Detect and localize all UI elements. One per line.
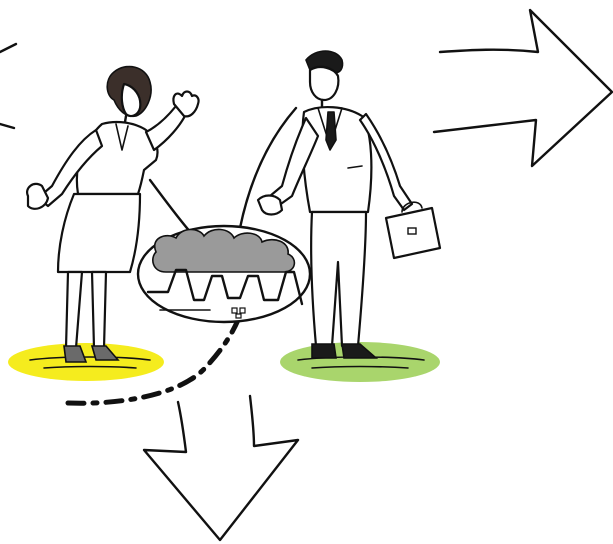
arrow-right-icon (434, 10, 612, 166)
factory-thought-bubble (138, 226, 310, 322)
woman-figure (27, 67, 198, 362)
arrow-down-icon (144, 396, 298, 540)
arrow-left-icon (0, 44, 16, 128)
man-figure (258, 51, 440, 358)
